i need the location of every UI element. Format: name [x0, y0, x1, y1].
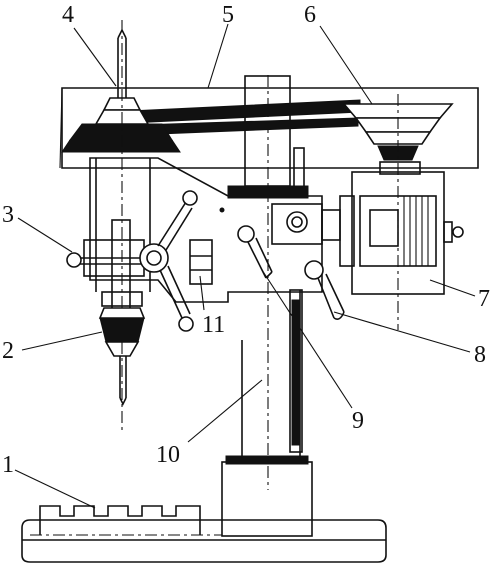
headstock — [89, 147, 341, 307]
label-8: 8 — [474, 342, 486, 368]
label-9: 9 — [352, 408, 364, 434]
motor — [339, 161, 464, 295]
label-5: 5 — [222, 2, 234, 28]
feed-handle — [66, 190, 198, 332]
motor-pulley — [342, 94, 454, 330]
label-1: 1 — [2, 452, 14, 478]
label-7: 7 — [478, 286, 490, 312]
clamp-lever — [304, 260, 345, 320]
lift-handle — [237, 225, 273, 279]
label-6: 6 — [304, 2, 316, 28]
depth-stop — [189, 239, 213, 285]
leader-lines — [14, 23, 476, 509]
base — [21, 505, 387, 563]
chuck — [98, 219, 146, 406]
spindle-pulley — [61, 20, 181, 430]
label-11: 11 — [202, 312, 225, 338]
label-4: 4 — [62, 2, 74, 28]
number-labels: 1 2 3 4 5 6 7 8 9 10 11 — [2, 2, 490, 478]
label-2: 2 — [2, 338, 14, 364]
label-10: 10 — [156, 442, 180, 468]
label-3: 3 — [2, 202, 14, 228]
column — [221, 75, 313, 537]
